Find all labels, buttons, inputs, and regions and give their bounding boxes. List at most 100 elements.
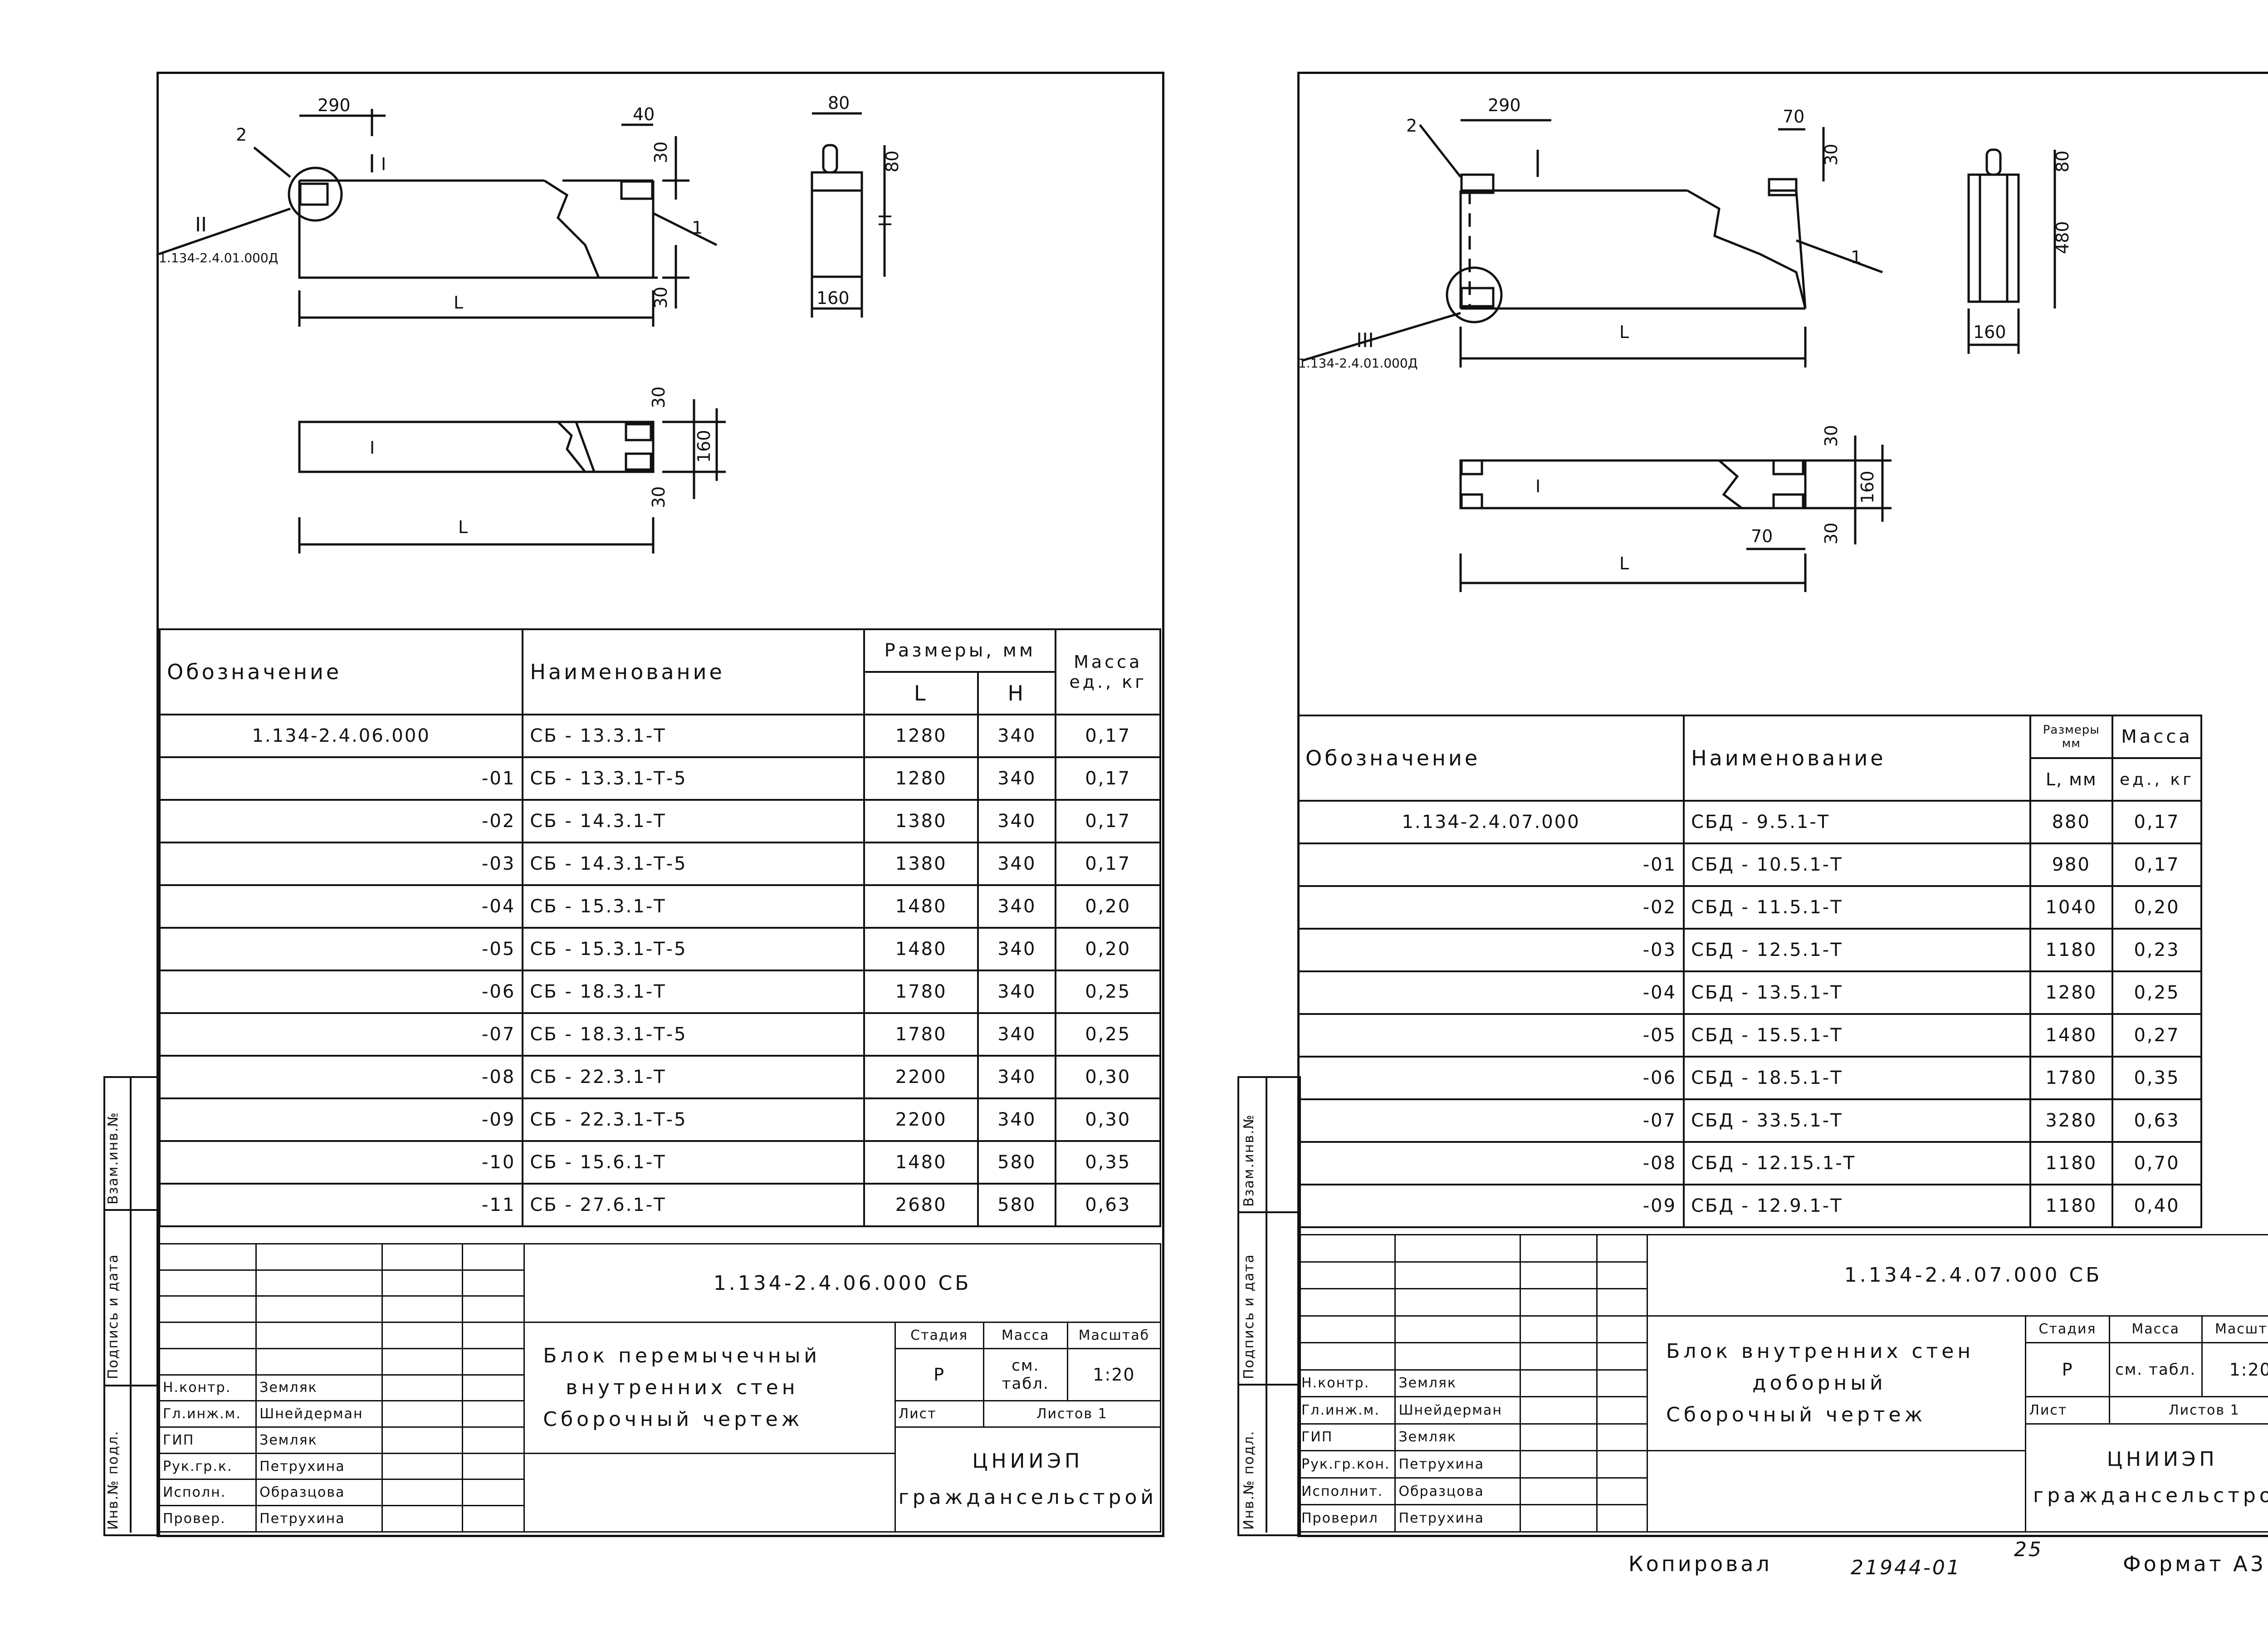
- person-name: Петрухина: [1394, 1504, 1521, 1533]
- copied-label: Копировал: [1628, 1552, 1772, 1576]
- col-mass: Масса ед., кг: [1055, 628, 1161, 715]
- stage-value: Р: [2025, 1342, 2110, 1398]
- name-cell: СБД - 33.5.1-Т: [1683, 1098, 2031, 1143]
- person-role: ГИП: [158, 1426, 257, 1454]
- side-divider: [130, 1076, 132, 1533]
- stamp-cell: [381, 1322, 464, 1349]
- mass-cell: 0,20: [2111, 885, 2203, 930]
- length-cell: 2680: [863, 1183, 979, 1227]
- mass-cell: 0,25: [1055, 1012, 1161, 1057]
- person-role: Рук.гр.к.: [158, 1452, 257, 1480]
- stamp-cell: [1297, 1288, 1396, 1317]
- mass-cell: 0,17: [2111, 800, 2203, 844]
- designation-cell: -07: [1297, 1098, 1685, 1143]
- section-mark-plan: I: [370, 438, 375, 458]
- length-cell: 1780: [863, 970, 979, 1014]
- dim-30d: 30: [649, 486, 669, 508]
- stamp-cell: [462, 1295, 525, 1323]
- height-cell: 340: [977, 1012, 1057, 1057]
- dim-480: 480: [2053, 221, 2072, 254]
- stamp-title-line3: Сборочный чертеж: [1666, 1403, 1926, 1426]
- stamp-cell: [255, 1295, 383, 1323]
- name-cell: СБД - 12.15.1-Т: [1683, 1141, 2031, 1185]
- length-L-front: L: [1619, 322, 1629, 342]
- stamp-org: ЦНИИЭП граждансельстрой: [894, 1426, 1162, 1533]
- height-cell: 340: [977, 1097, 1057, 1142]
- right-spec-table: Обозначение Наименование Размеры мм Масс…: [1297, 715, 2203, 1228]
- side-divider: [1266, 1076, 1267, 1533]
- name-cell: СБ - 14.3.1-Т-5: [522, 842, 865, 886]
- col-dims: Размеры, мм: [863, 628, 1057, 673]
- mass-cell: 0,35: [1055, 1140, 1161, 1185]
- left-drawing: 290 40 30 30 80 80 Н 160 30 160 30 2 II …: [158, 93, 902, 553]
- callout-1: 1: [1851, 247, 1862, 267]
- side-divider: [1237, 1211, 1299, 1213]
- name-cell: СБ - 18.3.1-Т: [522, 970, 865, 1014]
- stamp-cell: [462, 1269, 525, 1297]
- person-role: ГИП: [1297, 1423, 1396, 1452]
- signature: [381, 1479, 464, 1507]
- mass-cell: 0,25: [2111, 970, 2203, 1015]
- person-role: Рук.гр.кон.: [1297, 1450, 1396, 1479]
- length-cell: 1380: [863, 799, 979, 843]
- scale-value: 1:20: [1066, 1347, 1162, 1402]
- person-name: Петрухина: [255, 1452, 383, 1480]
- stamp-cell: [1297, 1261, 1396, 1290]
- person-role: Н.контр.: [1297, 1369, 1396, 1398]
- dim-30c: 30: [1821, 523, 1841, 544]
- designation-cell: -06: [1297, 1056, 1685, 1100]
- stage-header: Стадия: [894, 1322, 984, 1349]
- person-role: Исполнит.: [1297, 1477, 1396, 1506]
- left-spec-table: Обозначение Наименование Размеры, мм Мас…: [158, 628, 1161, 1227]
- name-cell: СБД - 9.5.1-Т: [1683, 800, 2031, 844]
- person-role: Проверил: [1297, 1504, 1396, 1533]
- height-cell: 340: [977, 970, 1057, 1014]
- designation-cell: -02: [1297, 885, 1685, 930]
- stamp-cell: [462, 1400, 525, 1428]
- sheet-label: Лист: [2025, 1396, 2110, 1425]
- right-drawing: 290 70 30 80 480 160 30 160 70 30 2 III …: [1298, 95, 2072, 592]
- name-cell: СБ - 15.3.1-Т-5: [522, 927, 865, 971]
- callout-III: III: [1356, 329, 1374, 352]
- designation-cell: -08: [158, 1055, 524, 1099]
- name-cell: СБ - 15.6.1-Т: [522, 1140, 865, 1185]
- designation-cell: -04: [1297, 970, 1685, 1015]
- stamp-cell: [462, 1322, 525, 1349]
- scale-value: 1:20: [2201, 1342, 2268, 1398]
- mass-cell: 0,30: [1055, 1055, 1161, 1099]
- stamp-cell: [1519, 1342, 1598, 1371]
- name-cell: СБ - 18.3.1-Т-5: [522, 1012, 865, 1057]
- signature: [1519, 1396, 1598, 1425]
- height-cell: 340: [977, 1055, 1057, 1099]
- stamp-cell: [1519, 1261, 1598, 1290]
- length-cell: 1780: [863, 1012, 979, 1057]
- person-role: Провер.: [158, 1505, 257, 1533]
- dim-160b: 160: [694, 430, 714, 463]
- right-stamp: 1.134-2.4.07.000 СБ Блок внутренних стен…: [1297, 1234, 2268, 1533]
- stamp-title: Блок перемычечный внутренних стен Сбороч…: [523, 1322, 896, 1454]
- dim-160a: 160: [1973, 322, 2006, 342]
- dim-30a: 30: [1821, 144, 1841, 166]
- mass-value: см. табл.: [982, 1347, 1068, 1402]
- signature: [1519, 1369, 1598, 1398]
- person-name: Земляк: [255, 1426, 383, 1454]
- stamp-cell: [1394, 1315, 1521, 1344]
- org-line2: граждансельстрой: [2033, 1484, 2268, 1508]
- signature: [1519, 1423, 1598, 1452]
- stamp-title-line2: доборный: [1752, 1371, 1887, 1395]
- sheets-label: Листов 1: [2108, 1396, 2268, 1425]
- callout-ref: 1.134-2.4.01.000Д: [1298, 356, 1418, 371]
- stamp-cell: [158, 1243, 257, 1271]
- stamp-cell: [255, 1347, 383, 1376]
- stamp-title-line1: Блок перемычечный: [543, 1344, 821, 1367]
- stamp-cell: [255, 1243, 383, 1271]
- person-name: Образцова: [1394, 1477, 1521, 1506]
- stamp-cell: [158, 1269, 257, 1297]
